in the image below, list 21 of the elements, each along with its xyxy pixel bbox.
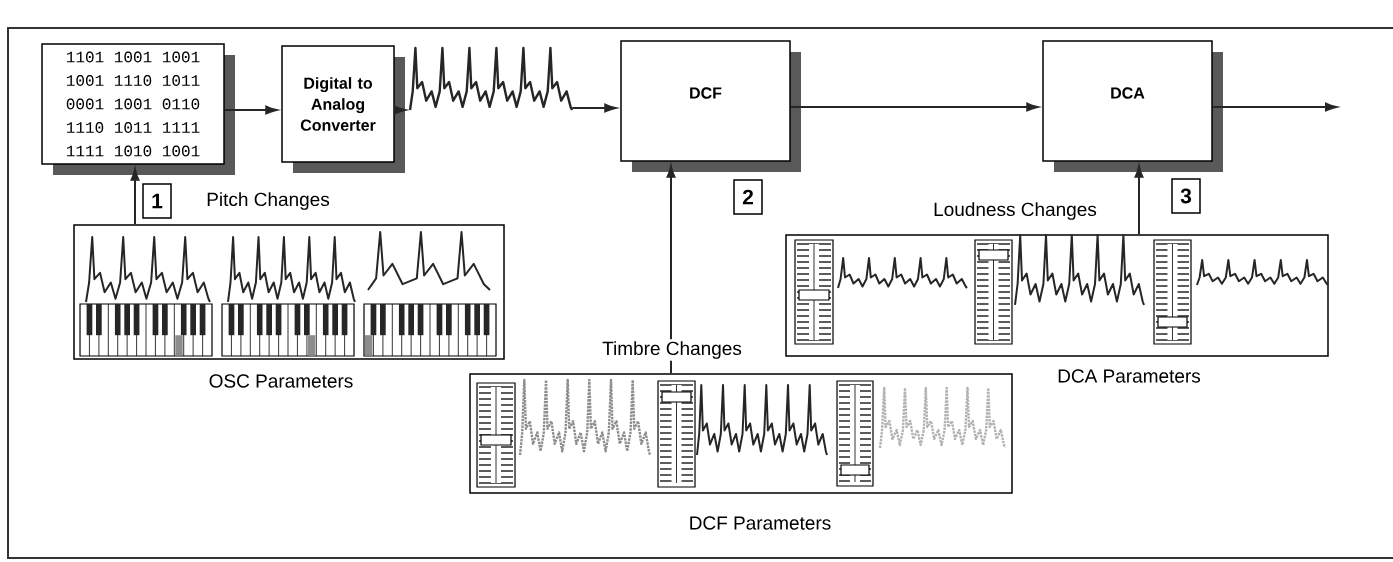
- panel-title: DCF Parameters: [690, 516, 831, 530]
- arrow: [1211, 102, 1338, 112]
- callout-number: 3: [1171, 178, 1201, 214]
- process-box: DCA: [1042, 40, 1223, 172]
- callout-number: 2: [733, 179, 763, 215]
- panel-title: DCA Parameters: [1058, 369, 1201, 383]
- process-box: Digital to Analog Converter: [281, 45, 405, 173]
- edge-label: Loudness Changes: [931, 200, 1099, 222]
- arrow: [666, 165, 676, 375]
- callout-number: 1: [142, 183, 172, 219]
- arrow: [223, 105, 278, 115]
- arrow: [1134, 165, 1144, 236]
- process-box: DCF: [620, 40, 801, 172]
- data-box: 1101 1001 1001 1001 1110 1011 0001 1001 0110 1110 1011 1111 1111 1010 1001: [41, 43, 235, 175]
- panel-title: OSC Parameters: [209, 374, 353, 388]
- edge-label: Timbre Changes: [600, 339, 744, 361]
- arrow: [130, 168, 140, 226]
- edge-label: Pitch Changes: [204, 190, 332, 212]
- arrow: [571, 103, 617, 113]
- waveform-drawing: [408, 46, 574, 111]
- arrow: [789, 102, 1039, 112]
